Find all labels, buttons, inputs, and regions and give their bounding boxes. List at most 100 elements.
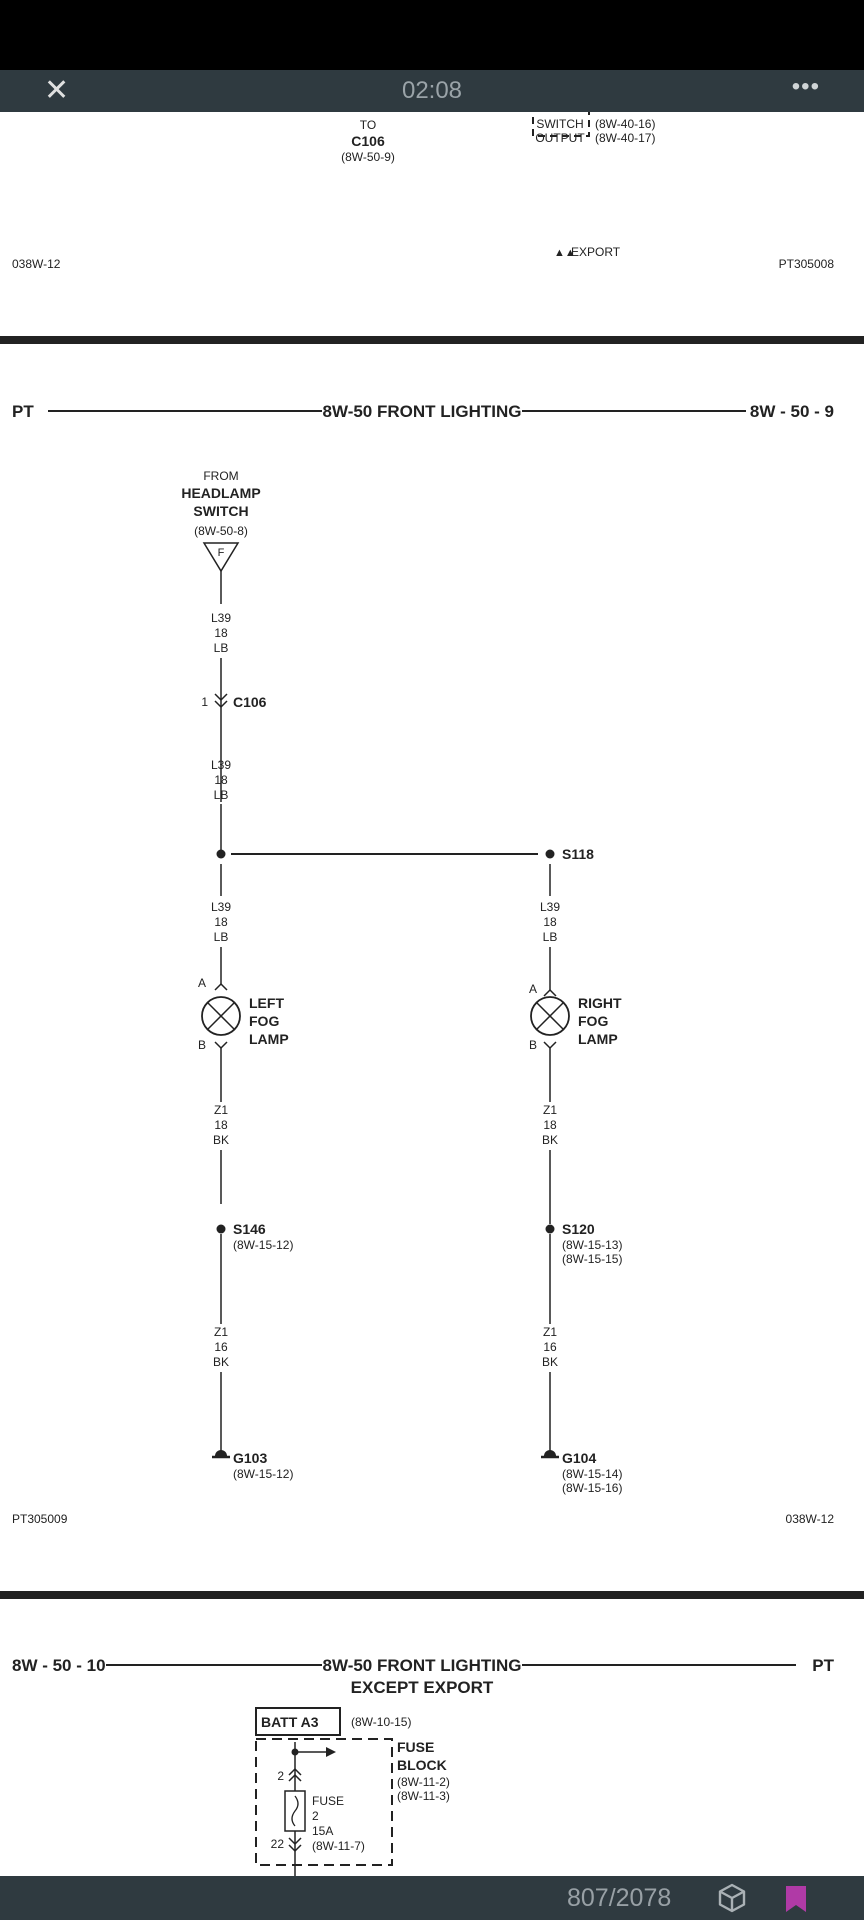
fuse-ref: (8W-11-7) — [312, 1839, 365, 1853]
source-from: FROM — [203, 469, 238, 483]
svg-text:BK: BK — [542, 1355, 558, 1369]
svg-text:L39: L39 — [211, 900, 231, 914]
fuse-num: 2 — [312, 1809, 319, 1823]
splice-s146-dot — [216, 1224, 226, 1234]
source-name-1: HEADLAMP — [181, 485, 260, 501]
svg-text:LB: LB — [214, 930, 229, 944]
viewer-top-bar: ✕ 02:08 ••• — [0, 70, 864, 112]
splice-s120-ref-1: (8W-15-13) — [562, 1238, 622, 1252]
splice-s120: S120 — [562, 1221, 595, 1237]
more-icon[interactable]: ••• — [791, 73, 820, 100]
batt-box — [255, 1707, 341, 1736]
page-separator — [0, 1591, 864, 1599]
to-label: TO — [360, 118, 376, 132]
batt-label: BATT A3 — [261, 1714, 319, 1730]
page-separator — [0, 336, 864, 344]
viewer-bottom-bar: 807/2078 — [0, 1876, 864, 1920]
svg-text:L39: L39 — [211, 758, 231, 772]
switch-ref-1: (8W-40-16) — [595, 117, 655, 131]
source-pin: F — [218, 547, 225, 559]
ground-g104: G104 — [562, 1450, 596, 1466]
previous-page-fragment: TO C106 (8W-50-9) SWITCH OUTPUT (8W-40-1… — [12, 112, 834, 271]
svg-text:Z1: Z1 — [543, 1103, 557, 1117]
splice-s146-ref: (8W-15-12) — [233, 1238, 293, 1252]
svg-text:LB: LB — [214, 641, 229, 655]
playback-time: 02:08 — [401, 77, 463, 104]
connector-ref: (8W-50-9) — [341, 150, 395, 164]
fuse-block-2: BLOCK — [397, 1757, 447, 1773]
source-name-2: SWITCH — [193, 503, 248, 519]
svg-text:RIGHT: RIGHT — [578, 995, 622, 1011]
splice-s118-dot — [545, 849, 555, 859]
cube-icon[interactable] — [716, 1882, 748, 1914]
connector-icon — [214, 693, 228, 702]
footer-right-code: 038W-12 — [786, 1512, 835, 1526]
close-icon[interactable]: ✕ — [44, 74, 70, 107]
fuse-block-ref-1: (8W-11-2) — [397, 1775, 450, 1789]
header-title: 8W-50 FRONT LIGHTING — [323, 402, 522, 421]
splice-s118: S118 — [562, 846, 594, 862]
svg-text:FOG: FOG — [578, 1013, 608, 1029]
ground-g104-icon — [541, 1450, 559, 1459]
svg-text:18: 18 — [214, 1118, 228, 1132]
svg-text:18: 18 — [214, 773, 228, 787]
svg-text:Z1: Z1 — [214, 1103, 228, 1117]
header-right: 8W - 50 - 9 — [750, 402, 834, 421]
svg-text:FOG: FOG — [249, 1013, 279, 1029]
next-header-title-1: 8W-50 FRONT LIGHTING — [323, 1656, 522, 1675]
left-fog-lamp-icon — [201, 996, 241, 1036]
svg-text:LB: LB — [543, 930, 558, 944]
svg-text:16: 16 — [543, 1340, 557, 1354]
next-header-title-2: EXCEPT EXPORT — [351, 1678, 494, 1697]
svg-text:18: 18 — [214, 915, 228, 929]
switch-label-2: OUTPUT — [535, 131, 585, 145]
footer-left-code: PT305009 — [12, 1512, 68, 1526]
svg-text:L39: L39 — [211, 611, 231, 625]
svg-text:Z1: Z1 — [543, 1325, 557, 1339]
source-ref: (8W-50-8) — [194, 524, 248, 538]
left-page-code: 038W-12 — [12, 257, 61, 271]
right-page-code: PT305008 — [779, 257, 835, 271]
ground-g103: G103 — [233, 1450, 267, 1466]
splice-dot — [216, 849, 226, 859]
bookmark-icon[interactable] — [784, 1884, 808, 1914]
header-left: PT — [12, 402, 34, 421]
svg-text:A: A — [529, 982, 537, 996]
svg-text:LEFT: LEFT — [249, 995, 284, 1011]
batt-ref: (8W-10-15) — [351, 1715, 411, 1729]
svg-text:L39: L39 — [540, 900, 560, 914]
main-page: PT 8W-50 FRONT LIGHTING 8W - 50 - 9 FROM… — [12, 402, 834, 1526]
svg-text:18: 18 — [543, 1118, 557, 1132]
ground-g104-ref-2: (8W-15-16) — [562, 1481, 622, 1495]
arrow-icon — [326, 1747, 336, 1757]
svg-text:BK: BK — [542, 1133, 558, 1147]
fuse-block-outline — [255, 1738, 393, 1866]
document-viewport[interactable]: TO C106 (8W-50-9) SWITCH OUTPUT (8W-40-1… — [0, 112, 864, 1876]
pin-top: 2 — [277, 1769, 284, 1783]
fuse-block-1: FUSE — [397, 1739, 434, 1755]
switch-label-1: SWITCH — [536, 117, 583, 131]
switch-ref-2: (8W-40-17) — [595, 131, 655, 145]
pin-bottom: 22 — [271, 1837, 285, 1851]
splice-s120-dot — [545, 1224, 555, 1234]
svg-text:18: 18 — [543, 915, 557, 929]
svg-text:A: A — [198, 976, 206, 990]
connector-c106-label: C106 — [351, 133, 385, 149]
svg-text:LAMP: LAMP — [249, 1031, 289, 1047]
next-page-fragment: 8W - 50 - 10 8W-50 FRONT LIGHTING EXCEPT… — [12, 1656, 835, 1876]
svg-text:BK: BK — [213, 1133, 229, 1147]
splice-s120-ref-2: (8W-15-15) — [562, 1252, 622, 1266]
svg-text:B: B — [198, 1038, 206, 1052]
fuse-rating: 15A — [312, 1824, 333, 1838]
next-header-left: 8W - 50 - 10 — [12, 1656, 106, 1675]
next-header-right: PT — [812, 1656, 834, 1675]
ground-g103-icon — [212, 1450, 230, 1459]
page-counter: 807/2078 — [567, 1884, 672, 1912]
connector-c106: C106 — [233, 694, 267, 710]
ground-g104-ref-1: (8W-15-14) — [562, 1467, 622, 1481]
svg-text:BK: BK — [213, 1355, 229, 1369]
svg-text:B: B — [529, 1038, 537, 1052]
svg-text:16: 16 — [214, 1340, 228, 1354]
fuse-block-ref-2: (8W-11-3) — [397, 1789, 450, 1803]
connector-pin: 1 — [201, 695, 208, 709]
